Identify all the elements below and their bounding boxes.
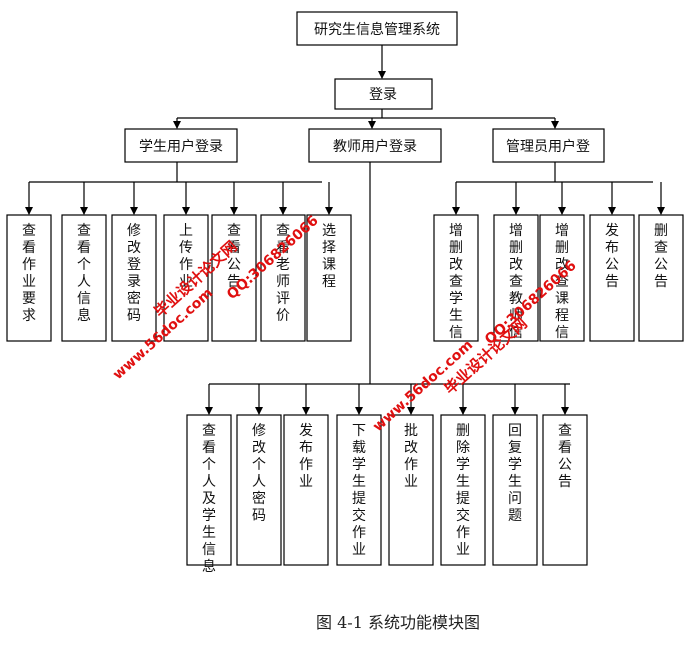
student-modules: 查看作业要求 查看个人信息 修改登录密码 上传作业 查看公告 查看老师评价 选择课程 (6, 182, 352, 342)
teacher-modules: 查看个人及学生信息 修改个人密码 发布作业 下载学生提交作业 批改作业 删除学生提交作业 回… (186, 384, 588, 575)
module-label: 增删改查教师信 (509, 223, 523, 341)
admin-module-1: 增删改查学生信 (433, 182, 479, 342)
teacher-module-8: 查看公告 (542, 384, 588, 566)
module-label: 发布作业 (299, 423, 313, 490)
login-label: 登录 (369, 87, 397, 103)
module-label: 上传作业 (179, 223, 193, 290)
admin-role-box (492, 128, 605, 163)
student-module-6: 查看老师评价 (260, 182, 306, 342)
student-module-2: 查看个人信息 (61, 182, 107, 342)
student-module-4: 上传作业 (163, 182, 209, 342)
module-box (638, 214, 684, 342)
module-label: 查看老师评价 (276, 223, 290, 324)
module-box (388, 414, 434, 566)
module-label: 批改作业 (404, 423, 418, 490)
admin-modules: 增删改查学生信 增删改查教师信 增删改查课程信 发布公告 删查公告 (433, 182, 684, 342)
teacher-module-2: 修改个人密码 (236, 384, 282, 566)
student-module-1: 查看作业要求 (6, 182, 52, 342)
teacher-role-label: 教师用户登录 (333, 138, 417, 155)
module-label: 下载学生提交作业 (352, 423, 366, 558)
module-box (542, 414, 588, 566)
module-box (163, 214, 209, 342)
module-label: 修改登录密码 (127, 223, 141, 324)
module-box (539, 214, 585, 342)
module-label: 删除学生提交作业 (456, 423, 470, 558)
figure-caption: 图 4-1 系统功能模块图 (316, 613, 480, 632)
module-box (306, 214, 352, 342)
module-label: 选择课程 (322, 223, 336, 290)
module-box (493, 214, 539, 342)
student-module-5: 查看公告 (211, 182, 257, 342)
root-label: 研究生信息管理系统 (314, 21, 440, 38)
module-label: 查看公告 (558, 423, 572, 490)
module-box (433, 214, 479, 342)
module-label: 增删改查课程信 (555, 223, 569, 341)
module-label: 修改个人密码 (252, 423, 266, 524)
root-box (296, 11, 458, 46)
module-label: 查看作业要求 (22, 223, 36, 324)
module-box (111, 214, 157, 342)
module-label: 删查公告 (654, 223, 668, 290)
teacher-module-7: 回复学生问题 (492, 384, 538, 566)
student-role-box (124, 128, 238, 163)
teacher-module-3: 发布作业 (283, 384, 329, 566)
student-module-7: 选择课程 (306, 182, 352, 342)
module-label: 回复学生问题 (508, 423, 522, 524)
module-label: 发布公告 (605, 223, 619, 290)
module-box (336, 414, 382, 566)
login-box (334, 78, 433, 110)
teacher-module-6: 删除学生提交作业 (440, 384, 486, 566)
module-box (492, 414, 538, 566)
module-box (6, 214, 52, 342)
module-box (260, 214, 306, 342)
module-box (211, 214, 257, 342)
admin-role-label: 管理员用户登 (506, 138, 590, 155)
admin-module-4: 发布公告 (589, 182, 635, 342)
module-box (283, 414, 329, 566)
teacher-module-5: 批改作业 (388, 384, 434, 566)
module-box (589, 214, 635, 342)
student-role-label: 学生用户登录 (139, 138, 223, 155)
admin-module-2: 增删改查教师信 (493, 182, 539, 342)
teacher-role-box (308, 128, 442, 163)
module-label: 查看公告 (227, 223, 241, 290)
admin-module-5: 删查公告 (638, 182, 684, 342)
module-box (61, 214, 107, 342)
module-label: 查看个人及学生信息 (202, 423, 216, 575)
teacher-module-1: 查看个人及学生信息 (186, 384, 232, 575)
module-box (440, 414, 486, 566)
student-module-3: 修改登录密码 (111, 182, 157, 342)
module-label: 查看个人信息 (77, 223, 91, 324)
teacher-module-4: 下载学生提交作业 (336, 384, 382, 566)
module-label: 增删改查学生信 (449, 223, 463, 341)
module-box (186, 414, 232, 566)
module-box (236, 414, 282, 566)
admin-module-3: 增删改查课程信 (539, 182, 585, 342)
